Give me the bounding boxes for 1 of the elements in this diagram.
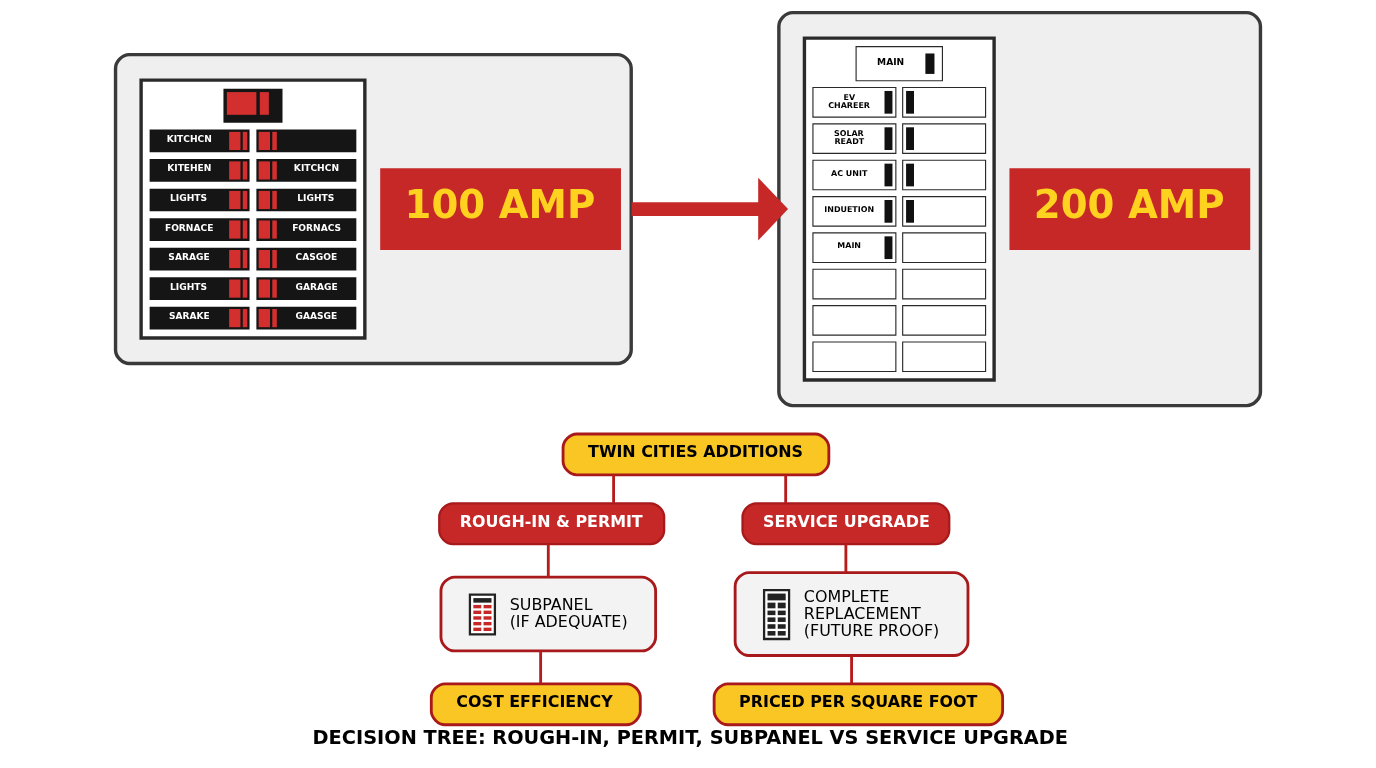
caption: DECISION TREE: ROUGH-IN, PERMIT, SUBPANEL VS SERVICE UPGRADE — [312, 725, 1068, 749]
